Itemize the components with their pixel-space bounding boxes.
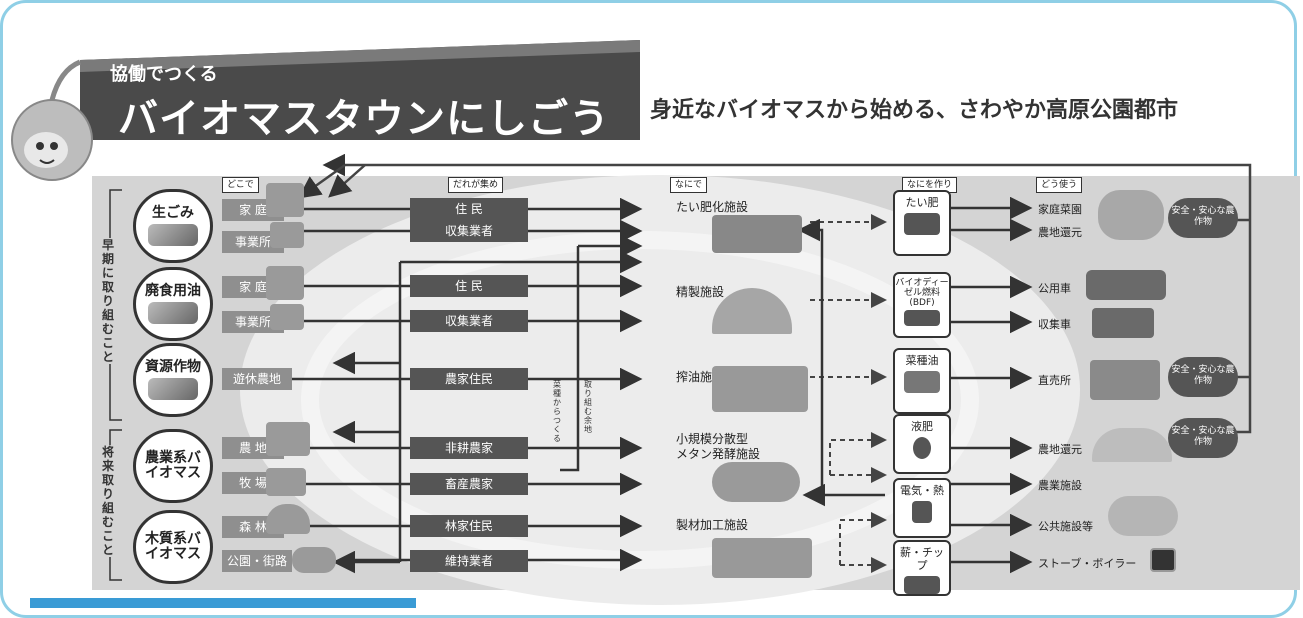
person-icon xyxy=(912,501,932,523)
product-rapeseed-oil: 菜種油 xyxy=(893,348,951,414)
compost-bag-icon xyxy=(904,213,940,235)
wood-chips-icon xyxy=(904,576,940,594)
product-power-heat: 電気・熱 xyxy=(893,478,951,538)
use-direct-store: 直売所 xyxy=(1038,374,1071,387)
stove-icon xyxy=(1150,548,1176,572)
car-illustration xyxy=(1086,270,1166,300)
header-title: バイオマスタウンにしごう xyxy=(118,96,610,142)
facility-lumber: 製材加工施設 xyxy=(676,518,749,532)
safe-produce-badge: 安全・安心な農作物 xyxy=(1168,418,1238,458)
source-waste-oil: 廃食用油 xyxy=(133,267,213,341)
product-label: 電気・熱 xyxy=(900,484,944,497)
facility-methane-line2: メタン発酵施設 xyxy=(676,447,761,461)
use-stove-boiler: ストーブ・ボイラー xyxy=(1038,557,1137,570)
product-label: 薪・チップ xyxy=(900,546,944,572)
cow-illustration xyxy=(266,468,306,496)
collector-non-farmers: 非耕農家 xyxy=(410,437,528,459)
source-label: 農業系バイオマス xyxy=(145,450,201,481)
product-compost: たい肥 xyxy=(893,190,951,256)
source-label: 廃食用油 xyxy=(145,283,201,299)
use-farmland-return: 農地還元 xyxy=(1038,226,1082,239)
collector-residents: 住 民 xyxy=(410,275,528,297)
product-label: バイオディーゼル燃料(BDF) xyxy=(895,278,949,308)
digester-illustration xyxy=(712,462,800,502)
children-illustration xyxy=(1108,496,1178,536)
collector-contractor: 収集業者 xyxy=(410,310,528,332)
col-where: どこで xyxy=(222,177,259,193)
collector-contractor: 収集業者 xyxy=(410,220,528,242)
bottom-band xyxy=(30,598,416,608)
facility-compost: たい肥化施設 xyxy=(676,200,749,214)
side-label-early: 早期に取り組むこと xyxy=(100,238,116,364)
source-agri-biomass: 農業系バイオマス xyxy=(133,429,213,503)
use-collection-truck: 収集車 xyxy=(1038,318,1071,331)
product-bdf: バイオディーゼル燃料(BDF) xyxy=(893,272,951,338)
place-park-street: 公園・街路 xyxy=(222,550,292,572)
use-public-facility: 公共施設等 xyxy=(1038,520,1093,533)
header-kicker: 協働でつくる xyxy=(110,64,218,85)
collector-residents: 住 民 xyxy=(410,198,528,220)
office-illustration xyxy=(270,304,304,330)
trees-illustration xyxy=(292,547,336,573)
crops-illustration xyxy=(148,378,198,400)
header-subtitle: 身近なバイオマスから始める、さわやか高原公園都市 xyxy=(650,98,1179,123)
house-illustration xyxy=(266,266,304,300)
use-public-vehicle: 公用車 xyxy=(1038,282,1071,295)
col-what: なにで xyxy=(670,177,708,193)
truck-illustration xyxy=(1092,308,1154,338)
house-illustration xyxy=(266,183,304,217)
source-label: 生ごみ xyxy=(152,205,194,221)
product-label: 液肥 xyxy=(911,420,933,433)
compost-plant-illustration xyxy=(712,215,802,253)
source-label: 木質系バイオマス xyxy=(145,531,201,562)
col-make: なにを作り xyxy=(902,177,958,193)
collector-farm-residents: 農家住民 xyxy=(410,368,528,390)
fuel-can-icon xyxy=(904,310,940,326)
safe-produce-badge: 安全・安心な農作物 xyxy=(1168,198,1238,238)
product-firewood-chips: 薪・チップ xyxy=(893,540,951,596)
place-office: 事業所 xyxy=(222,311,284,333)
collector-maintenance: 維持業者 xyxy=(410,550,528,572)
safe-produce-badge: 安全・安心な農作物 xyxy=(1168,357,1238,397)
facility-methane-line1: 小規模分散型 xyxy=(676,432,749,446)
collector-livestock-farmers: 畜産農家 xyxy=(410,473,528,495)
farmer-illustration xyxy=(266,422,310,456)
col-who: だれが集め xyxy=(448,177,504,193)
source-label: 資源作物 xyxy=(145,359,201,375)
source-wood-biomass: 木質系バイオマス xyxy=(133,510,213,584)
product-label: たい肥 xyxy=(905,196,939,209)
store-illustration xyxy=(1090,360,1160,400)
greenhouse-illustration xyxy=(1092,428,1172,462)
factory-illustration xyxy=(712,366,808,412)
source-resource-crops: 資源作物 xyxy=(133,343,213,417)
forest-illustration xyxy=(266,504,310,534)
facility-refinery: 精製施設 xyxy=(676,285,725,299)
collector-forestry-residents: 林家住民 xyxy=(410,515,528,537)
use-farm-facility: 農業施設 xyxy=(1038,479,1082,492)
food-waste-illustration xyxy=(148,224,198,246)
place-office: 事業所 xyxy=(222,231,284,253)
col-how: どう使う xyxy=(1036,177,1083,193)
product-label: 菜種油 xyxy=(905,354,939,367)
source-food-waste: 生ごみ xyxy=(133,189,213,263)
sawmill-illustration xyxy=(712,538,812,578)
flow-note: 取り組む余地 xyxy=(584,380,592,434)
product-liquid-fertilizer: 液肥 xyxy=(893,414,951,474)
oil-bottles-icon xyxy=(904,371,940,393)
flow-note: 菜種からつくる xyxy=(553,380,561,443)
side-label-future: 将来取り組むこと xyxy=(100,445,116,557)
use-farmland-return: 農地還元 xyxy=(1038,443,1082,456)
droplet-icon xyxy=(913,437,931,459)
use-home-garden: 家庭菜園 xyxy=(1038,203,1082,216)
office-illustration xyxy=(270,222,304,248)
oil-illustration xyxy=(148,302,198,324)
gardener-illustration xyxy=(1098,190,1164,240)
place-idle-farmland: 遊休農地 xyxy=(222,368,292,390)
